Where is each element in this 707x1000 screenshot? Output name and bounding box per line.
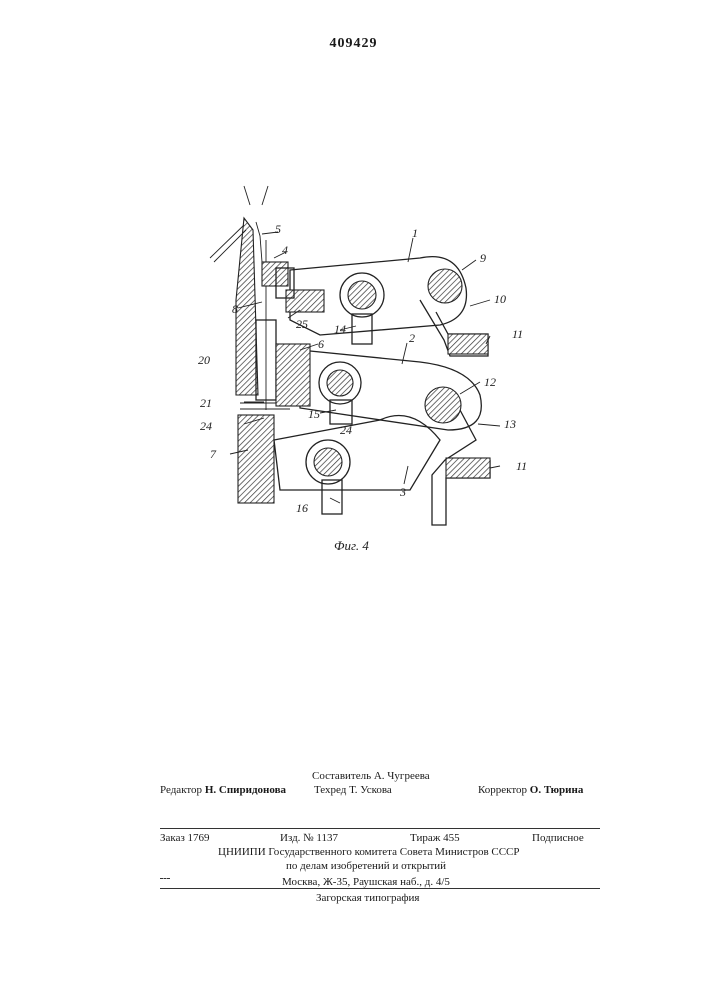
label-25: 25: [296, 317, 308, 331]
label-9: 9: [480, 251, 486, 265]
label-8: 8: [232, 302, 238, 316]
pivot-mid: [327, 370, 353, 396]
corrector-name: О. Тюрина: [530, 784, 584, 796]
label-11b: 11: [516, 459, 527, 473]
label-1: 1: [412, 226, 418, 240]
label-10: 10: [494, 292, 506, 306]
org-line1: ЦНИИПИ Государственного комитета Совета …: [218, 846, 520, 858]
org-line2: по делам изобретений и открытий: [286, 860, 446, 872]
label-3: 3: [399, 485, 406, 499]
divider-bottom: [160, 888, 600, 889]
label-13: 13: [504, 417, 516, 431]
pivot-upper: [348, 281, 376, 309]
label-5: 5: [275, 222, 281, 236]
block-25: [286, 290, 324, 312]
lever-3: [274, 416, 440, 491]
label-12: 12: [484, 375, 496, 389]
corrector-label: Корректор: [478, 784, 527, 796]
corrector: Корректор О. Тюрина: [478, 784, 583, 796]
label-21: 21: [200, 396, 212, 410]
subscription: Подписное: [532, 832, 584, 844]
label-16: 16: [296, 501, 308, 515]
label-15: 15: [308, 407, 320, 421]
label-4: 4: [282, 243, 288, 257]
techred: Техред Т. Ускова: [314, 784, 392, 796]
editor-label: Редактор: [160, 784, 202, 796]
editor-name: Н. Спиридонова: [205, 784, 286, 796]
block-4: [262, 262, 288, 286]
rod-14: [352, 314, 372, 344]
rod-16: [322, 480, 342, 514]
label-7: 7: [210, 447, 217, 461]
divider-top: [160, 828, 600, 829]
figure-caption: Фиг. 4: [334, 538, 369, 553]
pivot-lower: [314, 448, 342, 476]
label-24a: 24: [200, 419, 212, 433]
block-6: [276, 344, 310, 406]
foot-11-lower: [446, 458, 490, 478]
editor: Редактор Н. Спиридонова: [160, 784, 286, 796]
dash-mark: [160, 878, 170, 879]
compiler: Составитель А. Чугреева: [312, 770, 430, 782]
label-6: 6: [318, 337, 324, 351]
pivot-12: [425, 387, 461, 423]
label-20: 20: [198, 353, 210, 367]
plate-20: [236, 218, 258, 395]
plate-7: [238, 415, 274, 503]
edition: Изд. № 1137: [280, 832, 338, 844]
order: Заказ 1769: [160, 832, 210, 844]
print-run: Тираж 455: [410, 832, 460, 844]
label-14: 14: [334, 322, 346, 336]
label-24b: 24: [340, 423, 352, 437]
printer: Загорская типография: [316, 892, 419, 904]
label-2: 2: [409, 331, 415, 345]
label-11a: 11: [512, 327, 523, 341]
address: Москва, Ж-35, Раушская наб., д. 4/5: [282, 876, 450, 888]
pivot-9: [428, 269, 462, 303]
foot-11-upper: [448, 334, 488, 354]
